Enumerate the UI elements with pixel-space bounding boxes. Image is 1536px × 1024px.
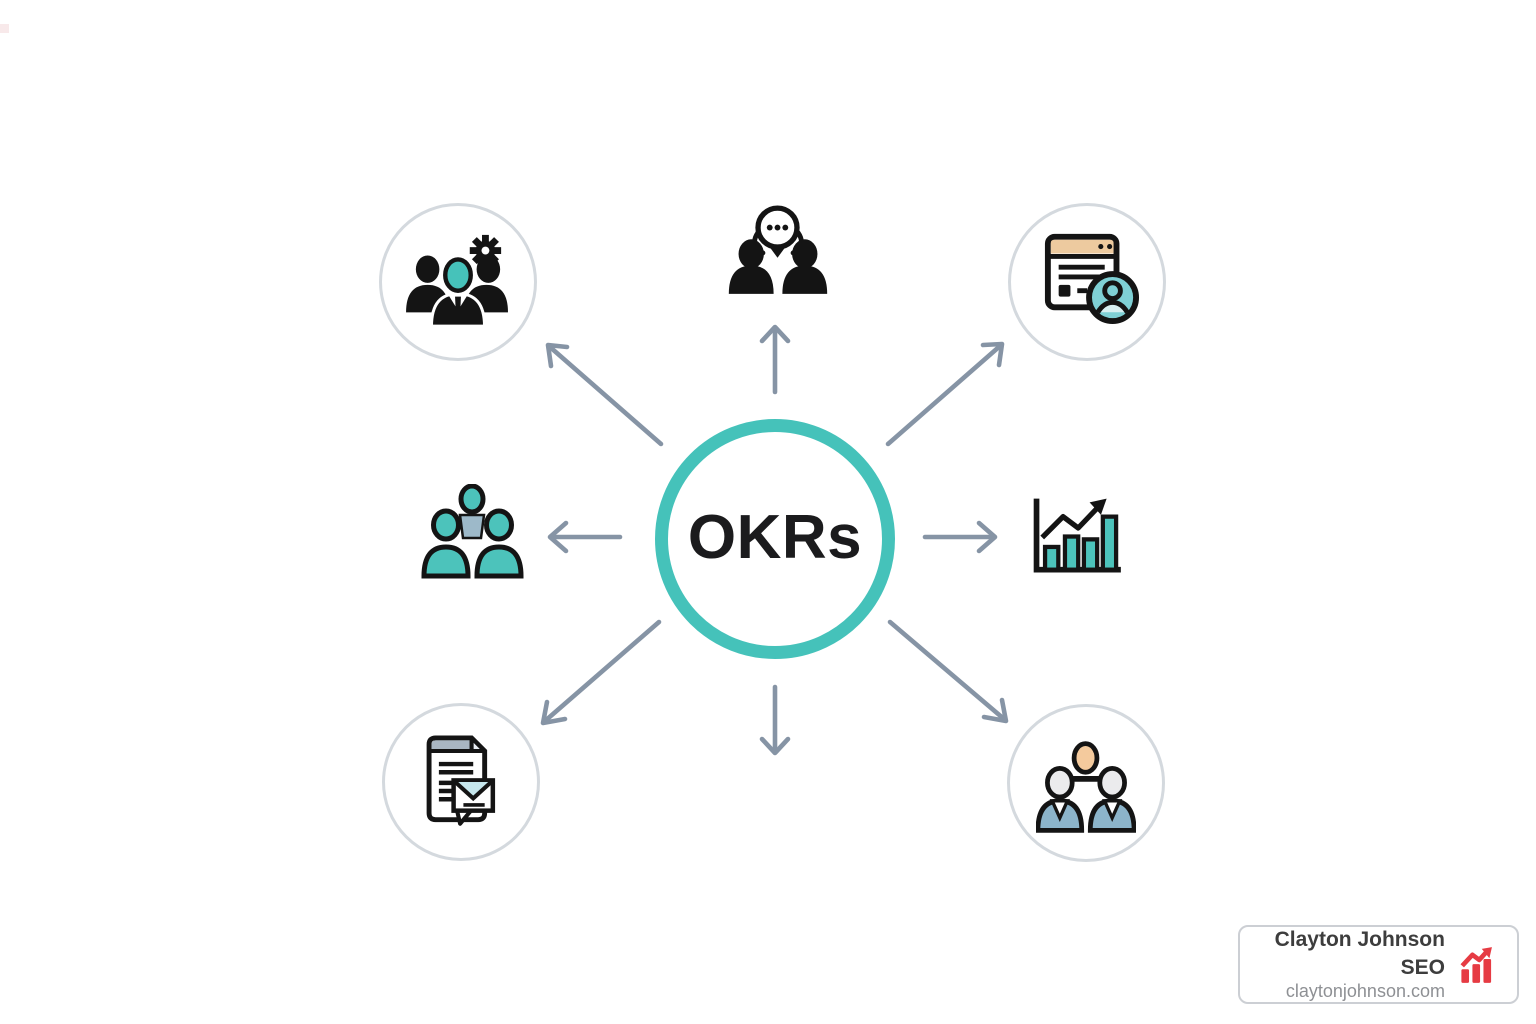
attribution-text: Clayton Johnson SEO claytonjohnson.com (1240, 926, 1445, 1002)
arrow-right (922, 520, 998, 554)
arrow-up (759, 324, 791, 395)
document-mail-icon (426, 735, 496, 826)
arrow-left (547, 520, 623, 554)
arrow-down (759, 684, 791, 756)
chat-people-icon (728, 205, 828, 294)
attribution-badge: Clayton Johnson SEO claytonjohnson.com (1238, 925, 1519, 1004)
node-circle-top-right (1008, 203, 1166, 361)
teal-team-icon (421, 483, 524, 579)
chat-node (722, 200, 834, 305)
arrow-lower-left (540, 619, 662, 726)
growth-chart-icon (1033, 498, 1121, 573)
node-circle-bottom-left (382, 703, 540, 861)
node-circle-top-left (379, 203, 537, 361)
people-team-icon (1036, 741, 1136, 833)
corner-smudge (0, 24, 9, 33)
hub-label: OKRs (687, 502, 863, 572)
node-circle-bottom-right (1007, 704, 1165, 862)
team-gear-icon (406, 234, 508, 328)
arrow-lower-right (887, 619, 1009, 724)
red-growth-chart-icon (1460, 946, 1492, 983)
attribution-website: claytonjohnson.com (1285, 981, 1445, 1001)
growth-chart-node (1023, 492, 1123, 587)
attribution-title: Clayton Johnson SEO (1274, 928, 1445, 979)
okr-hub-circle: OKRs (655, 419, 895, 659)
arrow-upper-left (545, 342, 664, 447)
browser-profile-icon (1044, 233, 1140, 325)
arrow-upper-right (885, 341, 1005, 447)
teal-team-node (420, 483, 525, 585)
